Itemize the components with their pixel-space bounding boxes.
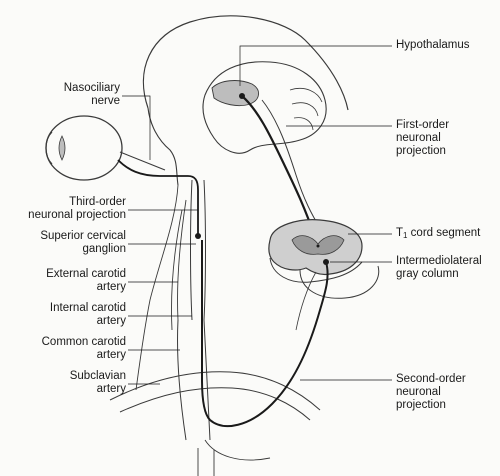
aortic-arch-lines [197,439,271,476]
label-t1-rest: cord segment [407,227,481,239]
brain-outline [202,61,327,154]
label-first-order-line3: projection [396,145,446,157]
label-first-order-line1: First-order [396,119,450,131]
label-intermediolateral-line2: gray column [396,268,459,280]
label-common-carotid: Common carotid artery [42,336,126,362]
label-superior-cervical-line2: ganglion [82,243,126,255]
label-external-carotid-line1: External carotid [46,268,126,280]
label-t1-cord-segment: T1 cord segment [396,227,480,242]
face-contour [147,107,179,186]
label-second-order-line3: projection [396,399,446,411]
spinal-cord-lower [269,257,363,283]
label-common-carotid-line1: Common carotid [41,336,126,348]
subclavian-artery [109,371,321,421]
label-external-carotid: External carotid artery [46,268,126,294]
label-superior-cervical: Superior cervical ganglion [40,230,126,256]
label-t1-sub: 1 [403,231,408,240]
label-internal-carotid-line2: artery [96,315,126,327]
cerebellum-lines [289,87,323,131]
leader-nasociliary [122,95,151,160]
label-t1-text: T1 cord segment [396,227,480,242]
common-carotid-artery [176,319,211,441]
label-subclavian-line1: Subclavian [69,370,126,382]
second-order-outer [295,271,317,331]
label-intermediolateral-line1: Intermediolateral [396,255,482,267]
label-third-order-line2: neuronal projection [28,209,126,221]
label-nasociliary: Nasociliary nerve [64,82,120,108]
label-internal-carotid-line1: Internal carotid [49,302,126,314]
label-second-order: Second-order neuronal projection [396,373,466,412]
label-hypothalamus: Hypothalamus [396,39,470,52]
label-t1-main: T [396,227,404,239]
label-subclavian-line2: artery [96,383,126,395]
label-nasociliary-line2: nerve [91,95,120,107]
central-canal [316,244,320,248]
label-intermediolateral: Intermediolateral gray column [396,255,482,281]
label-third-order: Third-order neuronal projection [28,196,126,222]
eye-lens [58,135,66,161]
optic-nerve [119,151,166,171]
label-third-order-line1: Third-order [69,196,126,208]
label-first-order-line2: neuronal [396,132,441,144]
eye-cornea [45,131,53,165]
third-order-projection [117,159,199,236]
hypothalamus-region [211,80,259,107]
label-subclavian: Subclavian artery [70,370,126,396]
label-superior-cervical-line1: Superior cervical [40,230,126,242]
neck-outline [135,184,179,391]
label-hypothalamus-text: Hypothalamus [396,39,470,51]
leader-hypothalamus [239,45,392,86]
superior-cervical-ganglion-dot [195,233,201,239]
brainstem [261,99,321,229]
eye-globe [45,115,123,181]
external-carotid-artery [171,199,187,331]
internal-carotid-artery [190,179,206,321]
first-order-cell-body [239,93,245,99]
label-internal-carotid: Internal carotid artery [50,302,126,328]
label-first-order: First-order neuronal projection [396,119,449,158]
intermediolateral-cell-body [323,259,329,265]
second-order-projection [201,240,329,428]
label-second-order-line1: Second-order [396,373,466,385]
head-outline [142,15,349,111]
label-external-carotid-line2: artery [96,281,126,293]
leader-lines [122,45,392,385]
vertebra-outline [299,265,380,299]
label-common-carotid-line2: artery [96,349,126,361]
label-nasociliary-line1: Nasociliary [63,82,120,94]
label-second-order-line2: neuronal [396,386,441,398]
